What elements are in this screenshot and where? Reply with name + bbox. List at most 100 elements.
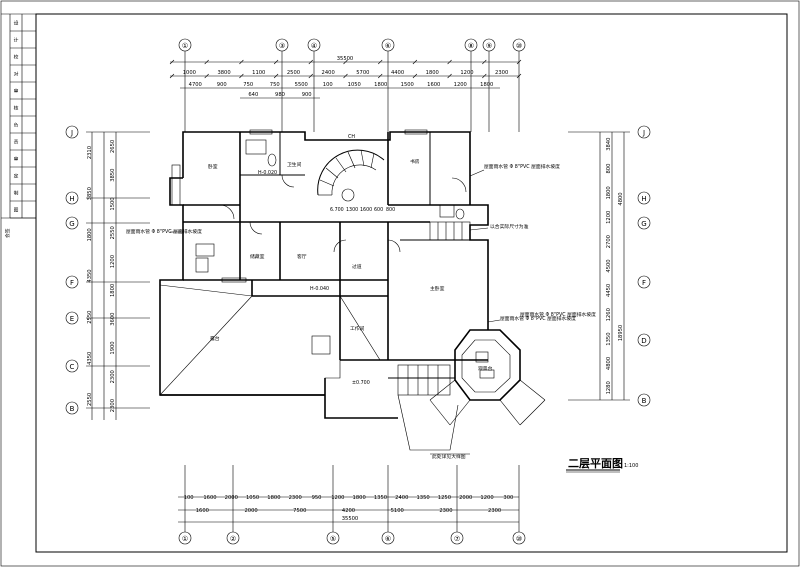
svg-text:B: B	[642, 397, 647, 405]
left-dim-c1-6: 2550	[87, 393, 93, 406]
right-axis-G: G	[637, 216, 651, 230]
right-dim-c1-0: 3840	[606, 138, 612, 151]
dim-tick	[204, 73, 209, 79]
left-dim-c1-3: 4350	[87, 269, 93, 282]
left-axis-H: H	[65, 191, 79, 205]
top-dim-r2-3: 750	[270, 82, 280, 88]
left-dim-c2-2: 1500	[110, 197, 116, 210]
left-axis-C: C	[65, 359, 79, 373]
bot-dim-r1-15: 300	[503, 495, 513, 501]
dim-tick	[412, 73, 418, 79]
left-dim-c2-5: 1800	[110, 284, 116, 297]
svg-text:⑩: ⑩	[516, 535, 522, 543]
title-block-label: 审	[14, 88, 19, 95]
dim-tick	[482, 59, 487, 65]
svg-text:⑤: ⑤	[330, 535, 336, 543]
title-block-label: 审	[14, 156, 19, 163]
dim-tick	[169, 59, 175, 65]
note-drain-3: 屋面雨水管 Φ 8"PVC 屋面排水坡度	[500, 315, 576, 322]
top-dim-r1-4: 2400	[322, 70, 335, 76]
note-detail: 此处详见大样图	[432, 453, 466, 460]
left-dim-c1-1: 3850	[87, 187, 93, 200]
elev-3: H-0.040	[310, 286, 329, 292]
top-dim-r1-7: 1800	[426, 70, 439, 76]
title-block-label: 设	[14, 20, 19, 27]
top-dim-r1-3: 2500	[287, 70, 300, 76]
left-dim-c2-1: 3850	[110, 169, 116, 182]
top-dim-r2-7: 1800	[374, 82, 387, 88]
right-axis-D: D	[637, 333, 651, 347]
bottom-axis-1: ①	[178, 465, 192, 545]
title-block-label: 定	[14, 173, 19, 180]
svg-text:④: ④	[311, 42, 317, 50]
left-dim-c2-0: 2650	[110, 140, 116, 153]
dimension-lines	[86, 59, 630, 523]
svg-text:⑩: ⑩	[516, 42, 522, 50]
top-dim-r2-0: 4700	[189, 82, 202, 88]
room-label-hall: 过道	[352, 263, 362, 270]
title-block-label: 对	[14, 71, 19, 78]
sidebar-note: 会签	[4, 228, 11, 238]
svg-text:J: J	[70, 129, 73, 137]
right-dim-c1-9: 4800	[606, 357, 612, 370]
top-dim-r1-2: 1100	[252, 70, 265, 76]
dim-tick	[343, 73, 348, 79]
note-drain-1: 屋面雨水管 Φ 8"PVC 屋面排水坡度	[484, 163, 560, 170]
top-dim-r1-5: 5700	[356, 70, 369, 76]
bot-dim-r1-3: 1050	[246, 495, 259, 501]
door-swings	[219, 174, 467, 253]
svg-text:F: F	[642, 279, 646, 287]
stair-label: CH	[348, 134, 355, 140]
svg-text:F: F	[70, 279, 74, 287]
top-dim-r2-11: 1800	[480, 82, 493, 88]
right-dim-c2-1: 18950	[618, 325, 624, 342]
bottom-axis-5: ⑤	[326, 465, 340, 545]
bot-dim-r1-12: 1250	[438, 495, 451, 501]
right-axis-J: J	[637, 125, 651, 139]
room-label-study: 书房	[410, 158, 420, 165]
top-axis-8: ⑧	[464, 38, 478, 132]
dim-tick	[273, 73, 279, 79]
room-label-viewdeck: 观景台	[478, 365, 493, 372]
outer-wall-west	[159, 177, 325, 396]
room-label-master: 主卧室	[430, 285, 445, 292]
dim-tick	[447, 73, 452, 79]
bottom-axis-2: ②	[226, 465, 240, 545]
top-dim-r2-10: 1200	[454, 82, 467, 88]
svg-text:C: C	[70, 363, 75, 371]
elev-5: 1300	[346, 207, 358, 213]
top-dim-r2-2: 750	[243, 82, 253, 88]
room-label-living: 客厅	[297, 253, 307, 260]
svg-text:G: G	[69, 220, 74, 228]
right-dim-c1-1: 800	[606, 164, 612, 174]
right-axis-H: H	[637, 191, 651, 205]
room-label-bath: 卫生间	[287, 161, 302, 168]
top-dim-r2-6: 1050	[348, 82, 361, 88]
svg-text:J: J	[642, 129, 645, 137]
bot-dim-r1-10: 2400	[395, 495, 408, 501]
left-axis-E: E	[65, 311, 79, 325]
elev-8: 800	[386, 207, 395, 213]
left-axis-G: G	[65, 216, 79, 230]
left-dim-c2-4: 1200	[110, 255, 116, 268]
dim-tick	[343, 59, 348, 65]
bot-dim-r1-11: 1350	[416, 495, 429, 501]
bot-dim-r1-14: 1200	[480, 495, 493, 501]
dim-tick	[239, 73, 244, 79]
drawing-title-block: 二层平面图 1:100	[566, 457, 638, 473]
dim-tick	[308, 59, 314, 65]
bot-dim-r1-1: 1600	[203, 495, 216, 501]
right-axis-F: F	[637, 275, 651, 289]
right-dim-c1-5: 4500	[606, 259, 612, 272]
svg-text:B: B	[70, 405, 75, 413]
note-drain-2: 屋面雨水管 Φ 8"PVC 屋面排水坡度	[126, 228, 202, 235]
title-block-label: 校	[14, 54, 19, 61]
svg-text:①: ①	[182, 42, 188, 50]
bot-dim-r1-7: 1200	[331, 495, 344, 501]
bot-dim-r2-6: 2300	[488, 508, 501, 514]
left-dim-c2-6: 3600	[110, 313, 116, 326]
svg-text:E: E	[70, 315, 74, 323]
svg-text:D: D	[641, 337, 646, 345]
top-axis-1: ①	[178, 38, 192, 132]
